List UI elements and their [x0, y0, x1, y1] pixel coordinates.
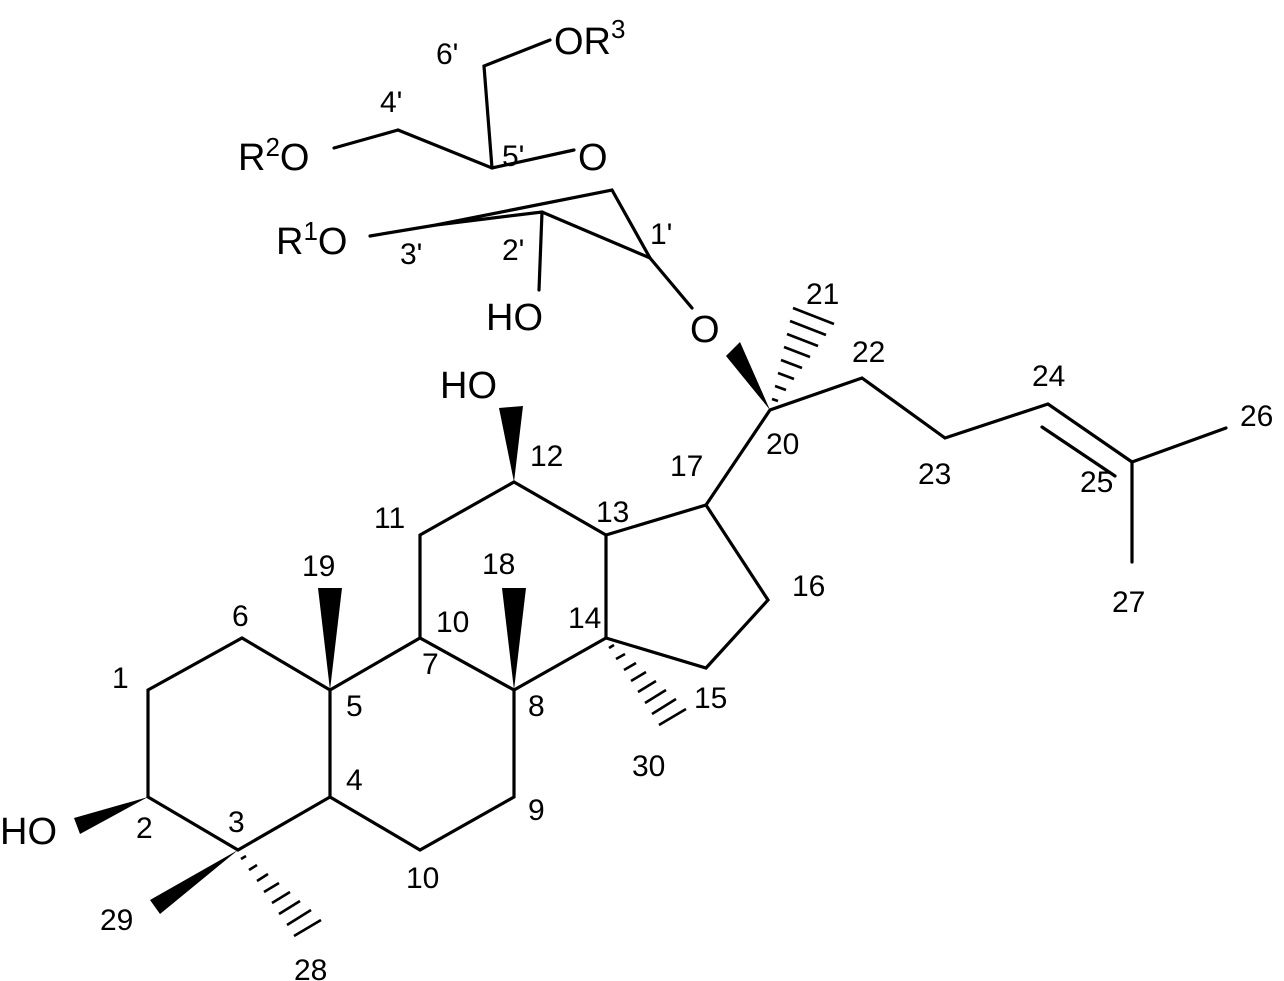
label-c6: 6 [232, 600, 249, 633]
label-c22: 22 [852, 336, 885, 369]
bond-5p-6p-o [482, 38, 552, 170]
hash-c3-28 [240, 854, 322, 938]
label-c1: 1 [112, 662, 129, 695]
label-c30: 30 [632, 750, 665, 783]
bond-2p-oh [537, 210, 544, 292]
hydroxyl-c12: HO [440, 365, 497, 407]
double-bond-24-25 [1040, 425, 1117, 478]
label-c10-upper: 10 [436, 606, 469, 639]
label-c13: 13 [596, 496, 629, 529]
wedge-c20-o [726, 342, 770, 410]
label-3-prime: 3' [400, 238, 422, 271]
label-c10-lower: 10 [406, 862, 439, 895]
wedge-c3-29 [150, 850, 238, 914]
wedge-c18 [502, 588, 526, 690]
hash-c20-21 [771, 306, 835, 403]
glycosidic-oxygen: O [690, 309, 720, 351]
label-c26: 26 [1240, 400, 1273, 433]
hash-c14-30 [608, 643, 687, 727]
label-c28: 28 [294, 954, 327, 981]
label-c18: 18 [482, 548, 515, 581]
label-c24: 24 [1032, 360, 1065, 393]
label-4-prime: 4' [380, 86, 402, 119]
label-c16: 16 [792, 570, 825, 603]
bond-4p-o [332, 128, 400, 150]
hash-bonds [240, 306, 835, 938]
label-c11: 11 [374, 502, 405, 535]
label-c15: 15 [694, 682, 727, 715]
label-c21: 21 [806, 278, 839, 311]
label-2-prime: 2' [502, 234, 524, 267]
label-c8: 8 [528, 690, 545, 723]
label-c23: 23 [918, 458, 951, 491]
label-c3: 3 [228, 806, 245, 839]
label-c7: 7 [422, 648, 439, 681]
hydroxyl-2-prime: HO [486, 297, 543, 339]
ring-b [328, 636, 516, 852]
wedge-c2-oh [74, 797, 148, 834]
label-c14: 14 [568, 602, 601, 635]
label-5-prime: 5' [502, 140, 524, 173]
label-c19: 19 [302, 550, 335, 583]
label-c20: 20 [766, 428, 799, 461]
or3-group: OR3 [554, 14, 625, 63]
bond-1p-o [648, 256, 694, 310]
label-6-prime: 6' [436, 38, 458, 71]
wedge-c19 [318, 588, 342, 690]
ring-oxygen: O [578, 137, 608, 179]
ring-d [604, 503, 771, 670]
atom-number-labels: 1 2 3 4 5 6 7 8 9 10 10 11 12 13 14 15 1… [100, 38, 1273, 981]
group-labels: HO HO HO O O R1O R2O OR3 [0, 14, 720, 853]
label-c27: 27 [1112, 586, 1145, 619]
bond-3p-o [368, 223, 438, 238]
label-c12: 12 [530, 440, 563, 473]
label-c17: 17 [670, 450, 703, 483]
wedge-c12-oh [499, 406, 523, 482]
label-c2: 2 [136, 812, 153, 845]
label-c5: 5 [346, 690, 363, 723]
label-c29: 29 [100, 904, 133, 937]
bond-25-26 [1130, 426, 1228, 464]
bond-lines [146, 38, 1228, 852]
r2o-group: R2O [238, 132, 309, 179]
label-c9: 9 [528, 794, 545, 827]
hydroxyl-c2: HO [0, 811, 57, 853]
ring-c [418, 480, 608, 692]
r1o-group: R1O [276, 216, 347, 263]
label-c4: 4 [346, 764, 363, 797]
label-1-prime: 1' [650, 218, 672, 251]
wedge-bonds [74, 342, 770, 914]
label-c25: 25 [1080, 466, 1113, 499]
side-chain [704, 376, 1134, 507]
